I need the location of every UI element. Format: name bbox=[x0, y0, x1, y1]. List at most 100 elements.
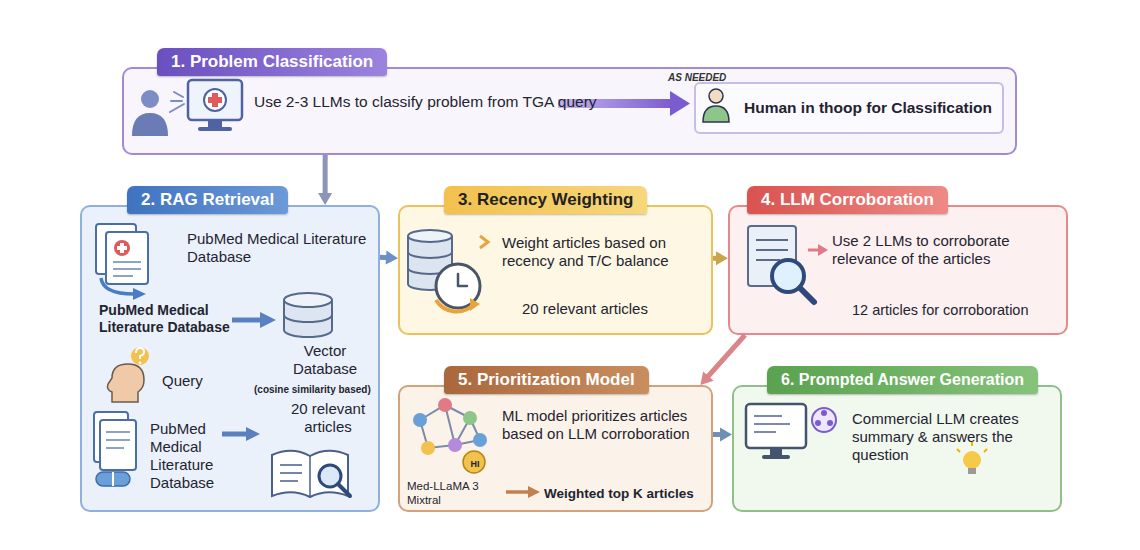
database-clock-icon bbox=[408, 230, 480, 312]
ai-icon-part bbox=[812, 408, 836, 432]
database-icon-part bbox=[284, 315, 332, 322]
lightbulb-icon-part bbox=[957, 442, 987, 452]
stage-heading: 3. Recency Weighting bbox=[444, 186, 647, 214]
network-icon-part bbox=[420, 405, 480, 448]
database-clock-icon-part bbox=[436, 264, 480, 308]
network-icon bbox=[413, 398, 487, 473]
arrow-part bbox=[232, 318, 262, 323]
body-text: Vector Database bbox=[275, 342, 375, 378]
body-text: 12 articles for corroboration bbox=[852, 302, 1029, 319]
stage-heading: 1. Problem Classification bbox=[157, 48, 387, 76]
user-icon-part bbox=[132, 113, 168, 136]
document-icon-part bbox=[96, 224, 136, 274]
stage-heading: 4. LLM Corroboration bbox=[747, 186, 948, 214]
flow-connector bbox=[713, 428, 732, 442]
database-clock-icon-part bbox=[458, 274, 467, 286]
arrow bbox=[808, 244, 828, 256]
stage-box: 1. Problem ClassificationUse 2-3 LLMs to… bbox=[122, 67, 1017, 155]
network-icon-part bbox=[463, 451, 485, 473]
body-text: PubMed Medical Literature Database bbox=[150, 420, 232, 492]
human-icon-part bbox=[703, 106, 729, 122]
search-document-icon-part bbox=[756, 240, 788, 260]
document-icon bbox=[94, 412, 136, 486]
user-icon bbox=[132, 90, 168, 136]
chevron-part bbox=[480, 236, 488, 248]
body-text: 20 relevant articles bbox=[282, 400, 374, 436]
body-text: Use 2-3 LLMs to classify problem from TG… bbox=[254, 93, 684, 112]
database-clock-icon-part bbox=[436, 300, 474, 312]
user-icon-part bbox=[141, 90, 159, 108]
body-text: Weight articles based on recency and T/C… bbox=[502, 234, 707, 270]
document-icon-part bbox=[112, 472, 114, 486]
stage-box: 4. LLM CorroborationUse 2 LLMs to corrob… bbox=[728, 205, 1068, 335]
database-icon-part bbox=[284, 293, 332, 307]
connector-line bbox=[713, 256, 718, 261]
document-icon-part bbox=[117, 243, 127, 253]
document-icon-part bbox=[114, 240, 130, 256]
arrow-head bbox=[700, 371, 713, 385]
network-icon-part bbox=[473, 433, 487, 447]
arrow-part bbox=[818, 244, 828, 256]
flow-connector bbox=[380, 251, 398, 265]
ai-icon bbox=[812, 408, 836, 432]
monitor-icon-part bbox=[754, 416, 790, 432]
signal-lines-part bbox=[170, 92, 184, 112]
book-icon-part bbox=[319, 465, 341, 487]
signal-lines bbox=[170, 92, 184, 112]
query-head-icon-part bbox=[139, 362, 142, 365]
stage-heading: 5. Prioritization Model bbox=[444, 366, 649, 394]
body-text: (cosine similarity based) bbox=[254, 384, 379, 396]
monitor-icon bbox=[188, 80, 242, 131]
book-icon-part bbox=[272, 451, 348, 497]
body-text: ML model prioritizes articles based on L… bbox=[502, 407, 702, 443]
book-icon-part bbox=[338, 484, 350, 496]
flow-connector bbox=[713, 251, 728, 265]
arrow-part bbox=[528, 486, 540, 498]
monitor-icon-part bbox=[770, 448, 782, 455]
curved-arrow-part bbox=[101, 278, 134, 294]
arrow bbox=[506, 486, 540, 498]
network-icon-part bbox=[438, 398, 452, 412]
arrow-head bbox=[716, 251, 728, 265]
arrow-head bbox=[386, 251, 398, 265]
ai-icon-part bbox=[815, 420, 821, 426]
network-icon-part bbox=[463, 411, 477, 425]
lightbulb-icon-part bbox=[963, 451, 981, 469]
database-icon bbox=[284, 293, 332, 337]
book-icon bbox=[272, 451, 350, 497]
database-icon-part bbox=[284, 300, 332, 337]
human-icon-part bbox=[709, 89, 723, 103]
arrow-head bbox=[720, 428, 732, 442]
body-text: Med-LLaMA 3 Mixtral bbox=[407, 480, 502, 508]
monitor-icon-part bbox=[188, 80, 242, 120]
database-clock-icon-part bbox=[408, 230, 452, 242]
body-text: 20 relevant articles bbox=[522, 300, 648, 318]
curved-arrow bbox=[101, 278, 146, 300]
body-text: Use 2 LLMs to corroborate relevance of t… bbox=[832, 232, 1042, 268]
monitor-icon-part bbox=[762, 455, 790, 459]
lightbulb-icon-part bbox=[968, 468, 976, 474]
stage-box: 6. Prompted Answer GenerationCommercial … bbox=[732, 385, 1062, 512]
ai-icon-part bbox=[821, 410, 827, 416]
ai-icon-part bbox=[827, 420, 833, 426]
database-clock-icon-part bbox=[470, 298, 480, 311]
document-icon bbox=[96, 224, 148, 284]
monitor-icon-part bbox=[198, 127, 232, 131]
flow-connector bbox=[318, 155, 332, 205]
body-text: Commercial LLM creates summary & answers… bbox=[852, 410, 1052, 464]
flow-arrow-part bbox=[558, 99, 672, 108]
arrow bbox=[222, 427, 260, 441]
body-text: PubMed Medical Literature Database bbox=[99, 302, 244, 336]
connector-line bbox=[713, 432, 722, 437]
search-document-icon-part bbox=[772, 260, 804, 292]
database-clock-icon-part bbox=[408, 252, 452, 274]
chevron bbox=[480, 236, 488, 248]
flow-arrow-part bbox=[670, 91, 690, 116]
monitor-icon bbox=[746, 404, 806, 459]
document-icon-part bbox=[96, 472, 130, 486]
connector-line bbox=[707, 335, 745, 378]
query-head-icon-part bbox=[131, 347, 149, 365]
body-text: Human in thoop for Classification bbox=[744, 99, 1004, 118]
body-text: Weighted top K articles bbox=[544, 486, 694, 502]
monitor-icon-part bbox=[204, 89, 226, 111]
